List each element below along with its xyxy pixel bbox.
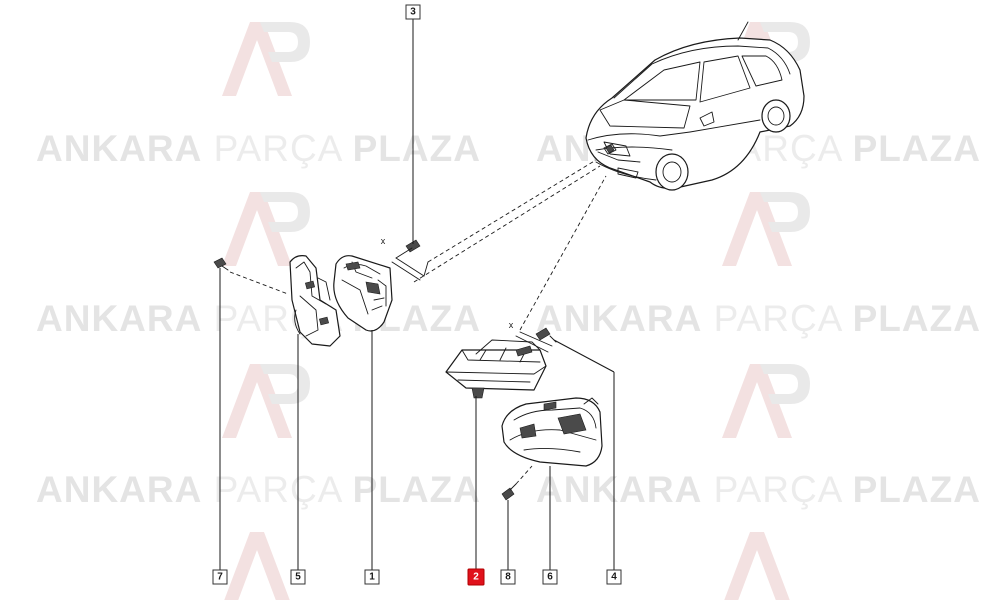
x-mark: x bbox=[381, 236, 386, 246]
callout-4[interactable]: 4 bbox=[606, 569, 622, 585]
watermark-text: ANKARA PARÇA PLAZA bbox=[36, 469, 481, 510]
part-6-fog-lamp bbox=[501, 397, 603, 467]
watermark-logo bbox=[222, 192, 310, 266]
callout-label: 2 bbox=[473, 572, 479, 583]
callout-1[interactable]: 1 bbox=[364, 569, 380, 585]
callout-leaders bbox=[219, 19, 615, 570]
part-5-bracket bbox=[289, 255, 341, 347]
watermark-logo bbox=[722, 364, 810, 438]
watermark-text: ANKARA PARÇA PLAZA bbox=[536, 469, 981, 510]
watermark-text: ANKARA PARÇA PLAZA bbox=[36, 128, 481, 169]
part-2-daytime-running-light: x bbox=[445, 320, 553, 399]
part-4-screw bbox=[535, 327, 615, 373]
part-3-bolt: x bbox=[381, 236, 429, 281]
watermark-logo bbox=[722, 192, 810, 266]
watermark-logo bbox=[222, 364, 310, 438]
watermark-text: ANKARA PARÇA PLAZA bbox=[36, 298, 481, 339]
callout-label: 5 bbox=[295, 572, 301, 583]
callout-label: 6 bbox=[547, 572, 553, 583]
part-7-screw bbox=[213, 257, 289, 295]
callout-label: 1 bbox=[369, 572, 375, 583]
callout-label: 3 bbox=[410, 7, 416, 18]
callout-8[interactable]: 8 bbox=[500, 569, 516, 585]
watermark-text: ANKARA PARÇA PLAZA bbox=[536, 298, 981, 339]
part-1-fog-lamp bbox=[333, 255, 393, 332]
watermark-logo bbox=[224, 532, 290, 600]
part-8-screw bbox=[501, 465, 533, 501]
callout-2[interactable]: 2 bbox=[467, 568, 485, 586]
car-reference-lines bbox=[413, 159, 607, 331]
x-mark: x bbox=[509, 320, 514, 330]
watermark-logo bbox=[222, 22, 310, 96]
callout-3[interactable]: 3 bbox=[405, 4, 421, 20]
callout-label: 8 bbox=[505, 572, 511, 583]
car-illustration bbox=[585, 21, 805, 191]
callout-label: 7 bbox=[217, 572, 223, 583]
callout-5[interactable]: 5 bbox=[290, 569, 306, 585]
callout-7[interactable]: 7 bbox=[212, 569, 228, 585]
callout-label: 4 bbox=[611, 572, 617, 583]
watermark-logo bbox=[724, 532, 790, 600]
callout-6[interactable]: 6 bbox=[542, 569, 558, 585]
